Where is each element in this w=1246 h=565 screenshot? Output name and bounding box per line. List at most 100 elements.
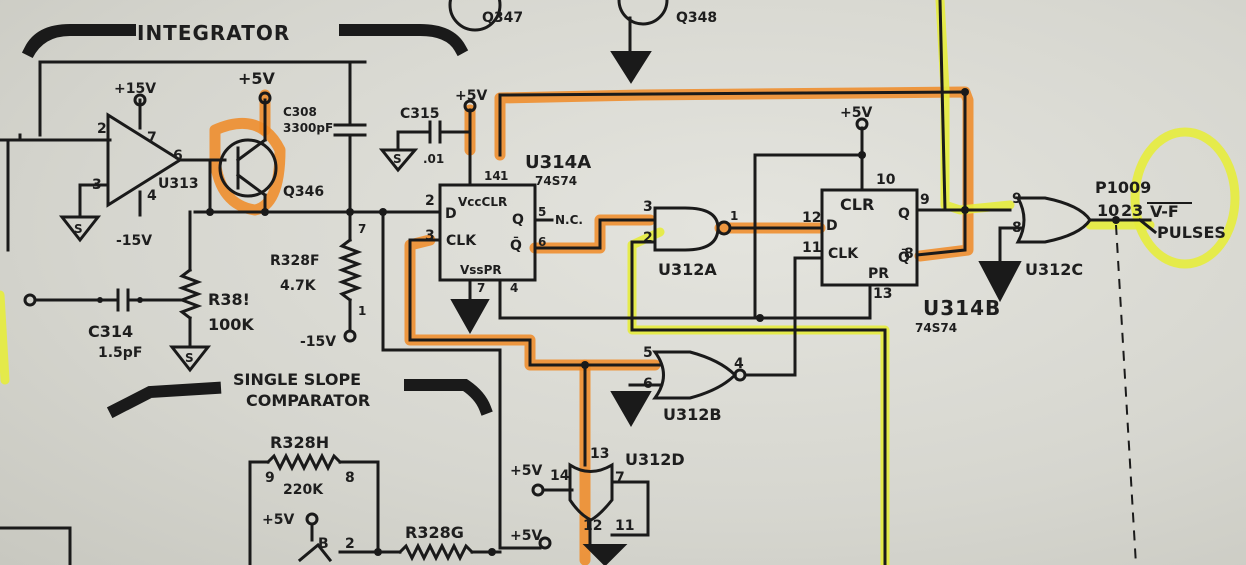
p1009-pin10: 10	[1097, 201, 1119, 220]
c314-ref: C314	[88, 322, 133, 341]
u314b-q: Q	[898, 206, 910, 222]
u312d-gnd-symbol	[582, 544, 628, 565]
bottom-resistors: R328H 9 8 220K +5V R328G B 2 +5V	[0, 433, 552, 565]
r328g-zigzag	[397, 542, 475, 562]
r328h-val: 220K	[283, 482, 324, 498]
highlight-yellow-q-out	[935, 0, 1015, 215]
u312b-gate: 5 6 4 U312B	[408, 238, 824, 428]
c308-ref: C308	[283, 105, 317, 119]
opamp-m15-label: -15V	[116, 233, 152, 249]
u314a-vcc-terminal	[463, 99, 477, 113]
c315-val: .01	[423, 152, 444, 166]
q346-emitter	[235, 172, 268, 198]
opamp-gnd-symbol	[58, 215, 102, 243]
u314a-clk: CLK	[446, 233, 477, 249]
r381-zigzag	[177, 267, 203, 321]
u312d-p7: 7	[615, 470, 625, 486]
u314b-pr-junction	[756, 314, 764, 322]
highlight-yellow-pulses-circle	[1130, 127, 1240, 269]
bottom-right-p5-label: +5V	[510, 528, 542, 544]
opamp-ref: U313	[158, 176, 199, 192]
u312d-ref: U312D	[625, 450, 685, 469]
resistor-r328f: R328F 4.7K 7 1 -15V	[270, 210, 502, 550]
u314a-p14: 14	[484, 169, 501, 183]
opamp-gnd-s: S	[74, 222, 83, 236]
u312d-feedback	[610, 480, 650, 537]
u314b-p13: 13	[873, 286, 892, 302]
u314b-ref: U314B	[923, 296, 1001, 320]
c315-gnd-symbol	[378, 148, 419, 173]
r328f-terminal	[343, 329, 357, 343]
u312c-ref: U312C	[1025, 260, 1083, 279]
r328g-ref: R328G	[405, 523, 464, 542]
u312d-p13: 13	[590, 446, 609, 462]
u314b-d: D	[826, 218, 838, 234]
u314a-flipflop: U314A 74S74 VccCLR D Q CLK Q̄ VssPR 14 1…	[408, 90, 967, 335]
u314a-p2: 2	[425, 193, 435, 209]
c315-gnd-s: S	[393, 152, 402, 166]
u312d-p5-label: +5V	[510, 463, 542, 479]
u314a-p7: 7	[477, 281, 485, 295]
highlight-clk-loop	[404, 234, 661, 371]
u312a-gate: 3 2 1 U312A	[630, 199, 887, 565]
r381-val: 100K	[208, 315, 254, 334]
capacitor-c315: C315 .01 S +5V	[378, 88, 487, 187]
integrator-label: INTEGRATOR	[137, 21, 290, 45]
u312d-p11: 11	[615, 518, 634, 534]
u312a-ref: U312A	[658, 260, 717, 279]
q346-transistor: +5V Q346	[193, 69, 432, 216]
q346-p5-label: +5V	[238, 69, 276, 88]
u314a-p4: 4	[510, 281, 518, 295]
u312b-gnd-symbol	[610, 391, 652, 428]
u314b-part: 74S74	[915, 321, 957, 335]
u314b-p9: 9	[920, 192, 930, 208]
u314b-pr: PR	[868, 266, 889, 282]
top-transistors: Q347 Q348	[448, 0, 717, 84]
u314b-qbar-route	[915, 90, 967, 257]
u314b-p8: 8	[904, 246, 914, 262]
p1009-ref: P1009	[1095, 178, 1151, 197]
u314a-nc: N.C.	[555, 213, 583, 227]
c314-dot-1	[97, 297, 103, 303]
top-junction	[961, 88, 969, 96]
comparator-bracket-right	[404, 379, 493, 416]
q346-ref: Q346	[283, 184, 324, 200]
p1009-signal: V-F	[1150, 202, 1179, 221]
r328h-right-wire	[338, 460, 380, 554]
u314b-p11: 11	[802, 240, 821, 256]
integrator-section: INTEGRATOR	[0, 21, 469, 142]
u314a-p6: 6	[538, 235, 546, 249]
bottom-transistor	[297, 542, 333, 563]
r381-gnd-symbol	[168, 345, 212, 373]
u314a-gnd-symbol	[450, 299, 490, 335]
u312c-gnd-symbol	[978, 261, 1022, 303]
highlight-q346	[209, 117, 286, 216]
clk-loop-wire	[408, 238, 532, 367]
r328f-val: 4.7K	[280, 278, 317, 294]
u314a-d: D	[445, 206, 457, 222]
output-junction	[1112, 216, 1120, 224]
svg-text:2: 2	[345, 536, 355, 552]
opamp-u313: 2 3 6 7 4 U313 +15V -15V S	[58, 81, 227, 249]
q347-ref: Q347	[482, 10, 523, 26]
junction-dot-2	[261, 208, 269, 216]
q346-supply-terminal	[258, 91, 272, 105]
u312a-p2: 2	[643, 230, 653, 246]
r328f-zigzag	[337, 237, 363, 303]
u314a-p1: 1	[500, 169, 508, 183]
r328h-pin9: 9	[265, 470, 275, 486]
u312c-p9: 9	[1012, 191, 1022, 207]
r328h-left-wire	[248, 460, 270, 565]
u314a-pr-wire	[498, 278, 832, 320]
opamp-pin2: 2	[97, 121, 107, 137]
u314a-clr-wire	[498, 90, 967, 157]
comparator-label-2: COMPARATOR	[246, 391, 370, 410]
u314b-vcc-terminal	[855, 117, 869, 131]
r381-ref: R38!	[208, 290, 250, 309]
p1009-pin23: 23	[1121, 201, 1143, 220]
q346-collector	[235, 137, 268, 163]
u314a-p3: 3	[425, 228, 435, 244]
c314-val: 1.5pF	[98, 345, 142, 361]
r328f-pin1: 1	[358, 304, 366, 318]
